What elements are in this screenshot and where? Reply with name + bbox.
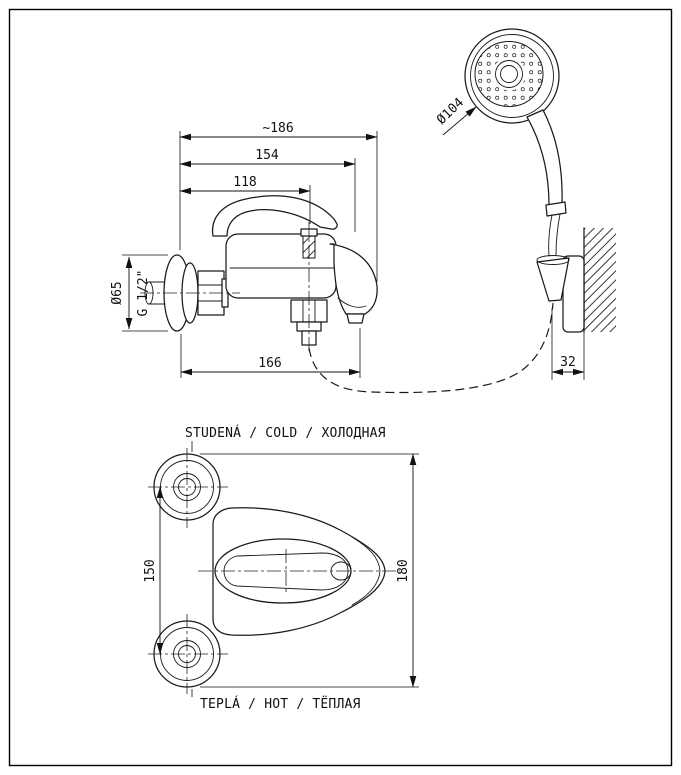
dim-180: 180	[396, 559, 411, 582]
front-spout-tip-line	[351, 536, 381, 606]
dimensions-front-view: 150 180	[143, 453, 419, 688]
shower-holder-cone	[536, 257, 570, 302]
shower-hose-dashed	[308, 302, 554, 394]
water-labels: STUDENÁ / COLD / ХОЛОДНАЯ TEPLÁ / HOT / …	[185, 425, 386, 712]
mixer-side-view	[140, 195, 378, 354]
hand-shower	[464, 28, 585, 333]
side-spout-inner-line	[337, 297, 367, 308]
side-lever-handle	[211, 195, 338, 237]
dim-118: 118	[233, 175, 256, 190]
wall-section	[583, 227, 616, 333]
shower-handle	[526, 109, 563, 206]
wall-hatch	[584, 228, 616, 332]
shower-handle-nut	[545, 201, 567, 217]
shower-hose-right-edge	[555, 213, 561, 256]
side-spout-aerator	[346, 313, 365, 324]
dim-150: 150	[143, 559, 158, 582]
dim-154: 154	[255, 148, 279, 163]
side-spout	[329, 243, 378, 315]
dim-32: 32	[560, 355, 576, 370]
dim-total-width: ~186	[262, 121, 293, 136]
dim-shower-diameter: Ø104	[434, 95, 477, 136]
side-body	[225, 233, 337, 299]
dim-flange-diameter: Ø65	[110, 281, 125, 304]
shower-diameter-text: Ø104	[434, 95, 467, 128]
drawing-border	[8, 8, 673, 767]
front-flange-cold	[153, 453, 221, 521]
shower-center-cap	[500, 65, 518, 83]
dimensions-side-view: ~186 154 118 Ø65 G 1/2" 166 32	[110, 121, 585, 380]
mixer-front-view	[148, 448, 400, 694]
label-hot: TEPLÁ / HOT / ТЁПЛАЯ	[200, 696, 361, 712]
shower-holder-plate	[562, 255, 585, 333]
dim-thread-size: G 1/2"	[136, 270, 151, 317]
shower-head-ring	[470, 34, 554, 118]
shower-diameter-leader	[442, 106, 477, 136]
label-cold: STUDENÁ / COLD / ХОЛОДНАЯ	[185, 425, 386, 441]
shower-head-outer	[464, 28, 560, 124]
dim-166: 166	[258, 356, 281, 371]
shower-center-ring	[495, 60, 523, 88]
shower-hose-left-edge	[548, 214, 553, 257]
front-lever-blade	[223, 552, 349, 591]
shower-holder-rim	[536, 255, 570, 265]
